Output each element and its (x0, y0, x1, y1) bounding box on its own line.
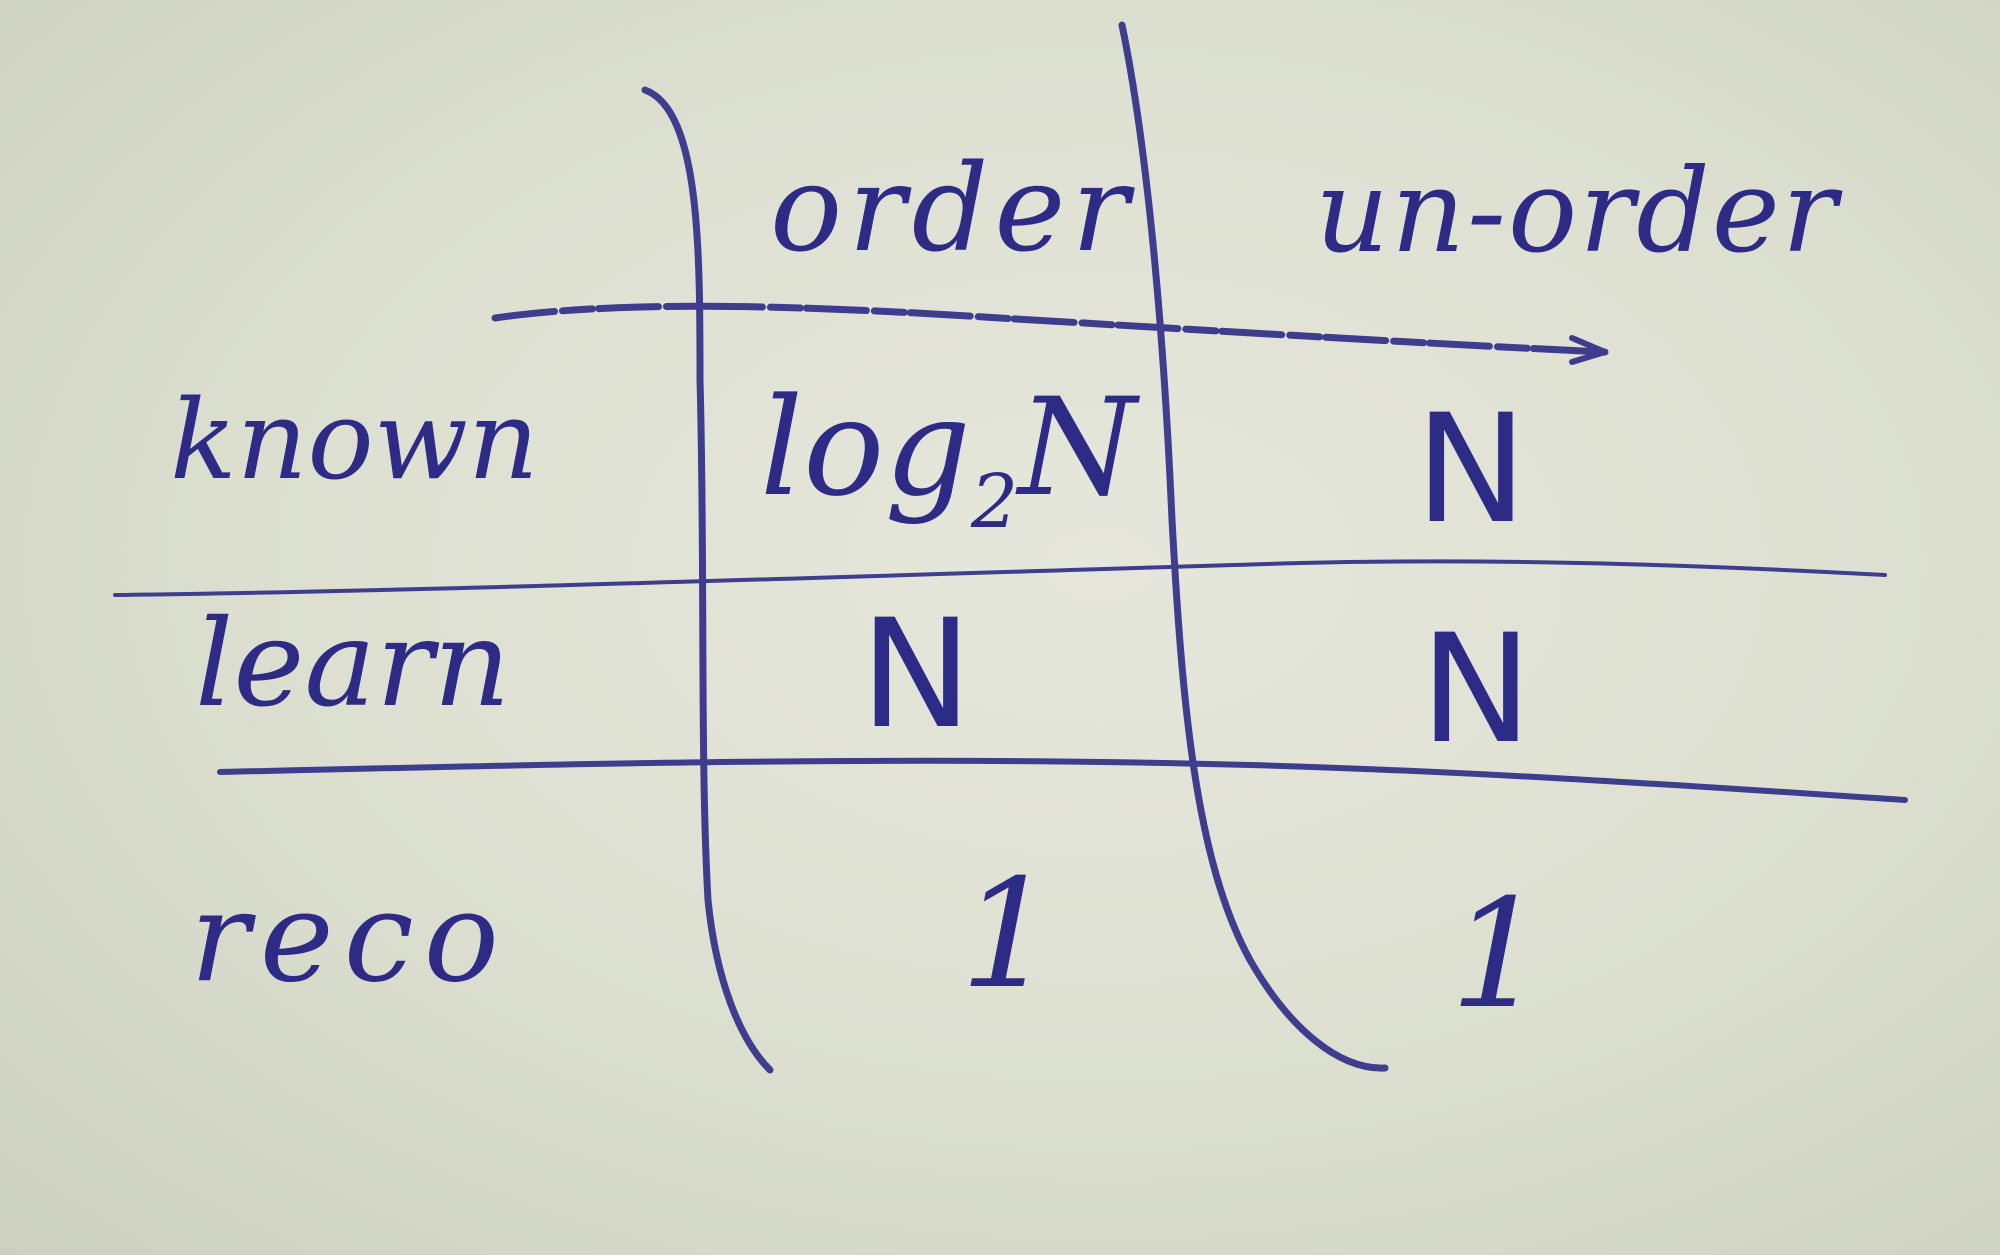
cell-reco-order: 1 (960, 848, 1056, 1022)
column-header-unorder: un-order (1315, 145, 1839, 279)
cell-learn-unorder: N (1420, 603, 1533, 777)
header-underline (491, 302, 1609, 356)
row-separator-2 (217, 757, 1908, 803)
cell-known-unorder: N (1415, 383, 1528, 557)
cell-known-order-n: N (1018, 369, 1137, 526)
cell-known-order-log: log (760, 369, 971, 526)
row-label-reco: reco (190, 865, 509, 1010)
row-label-known: known (170, 376, 539, 504)
cell-known-order: log2N (760, 380, 1136, 539)
left-column-divider (641, 86, 774, 1074)
cell-learn-order: N (860, 588, 973, 762)
header-underline-arrowhead (1569, 335, 1608, 365)
row-label-learn: learn (195, 595, 511, 734)
cell-known-order-subscript: 2 (970, 458, 1019, 546)
column-header-order: order (770, 140, 1135, 279)
row-separator-1 (113, 559, 1887, 597)
right-column-divider (1118, 21, 1389, 1072)
cell-reco-unorder: 1 (1450, 868, 1546, 1042)
